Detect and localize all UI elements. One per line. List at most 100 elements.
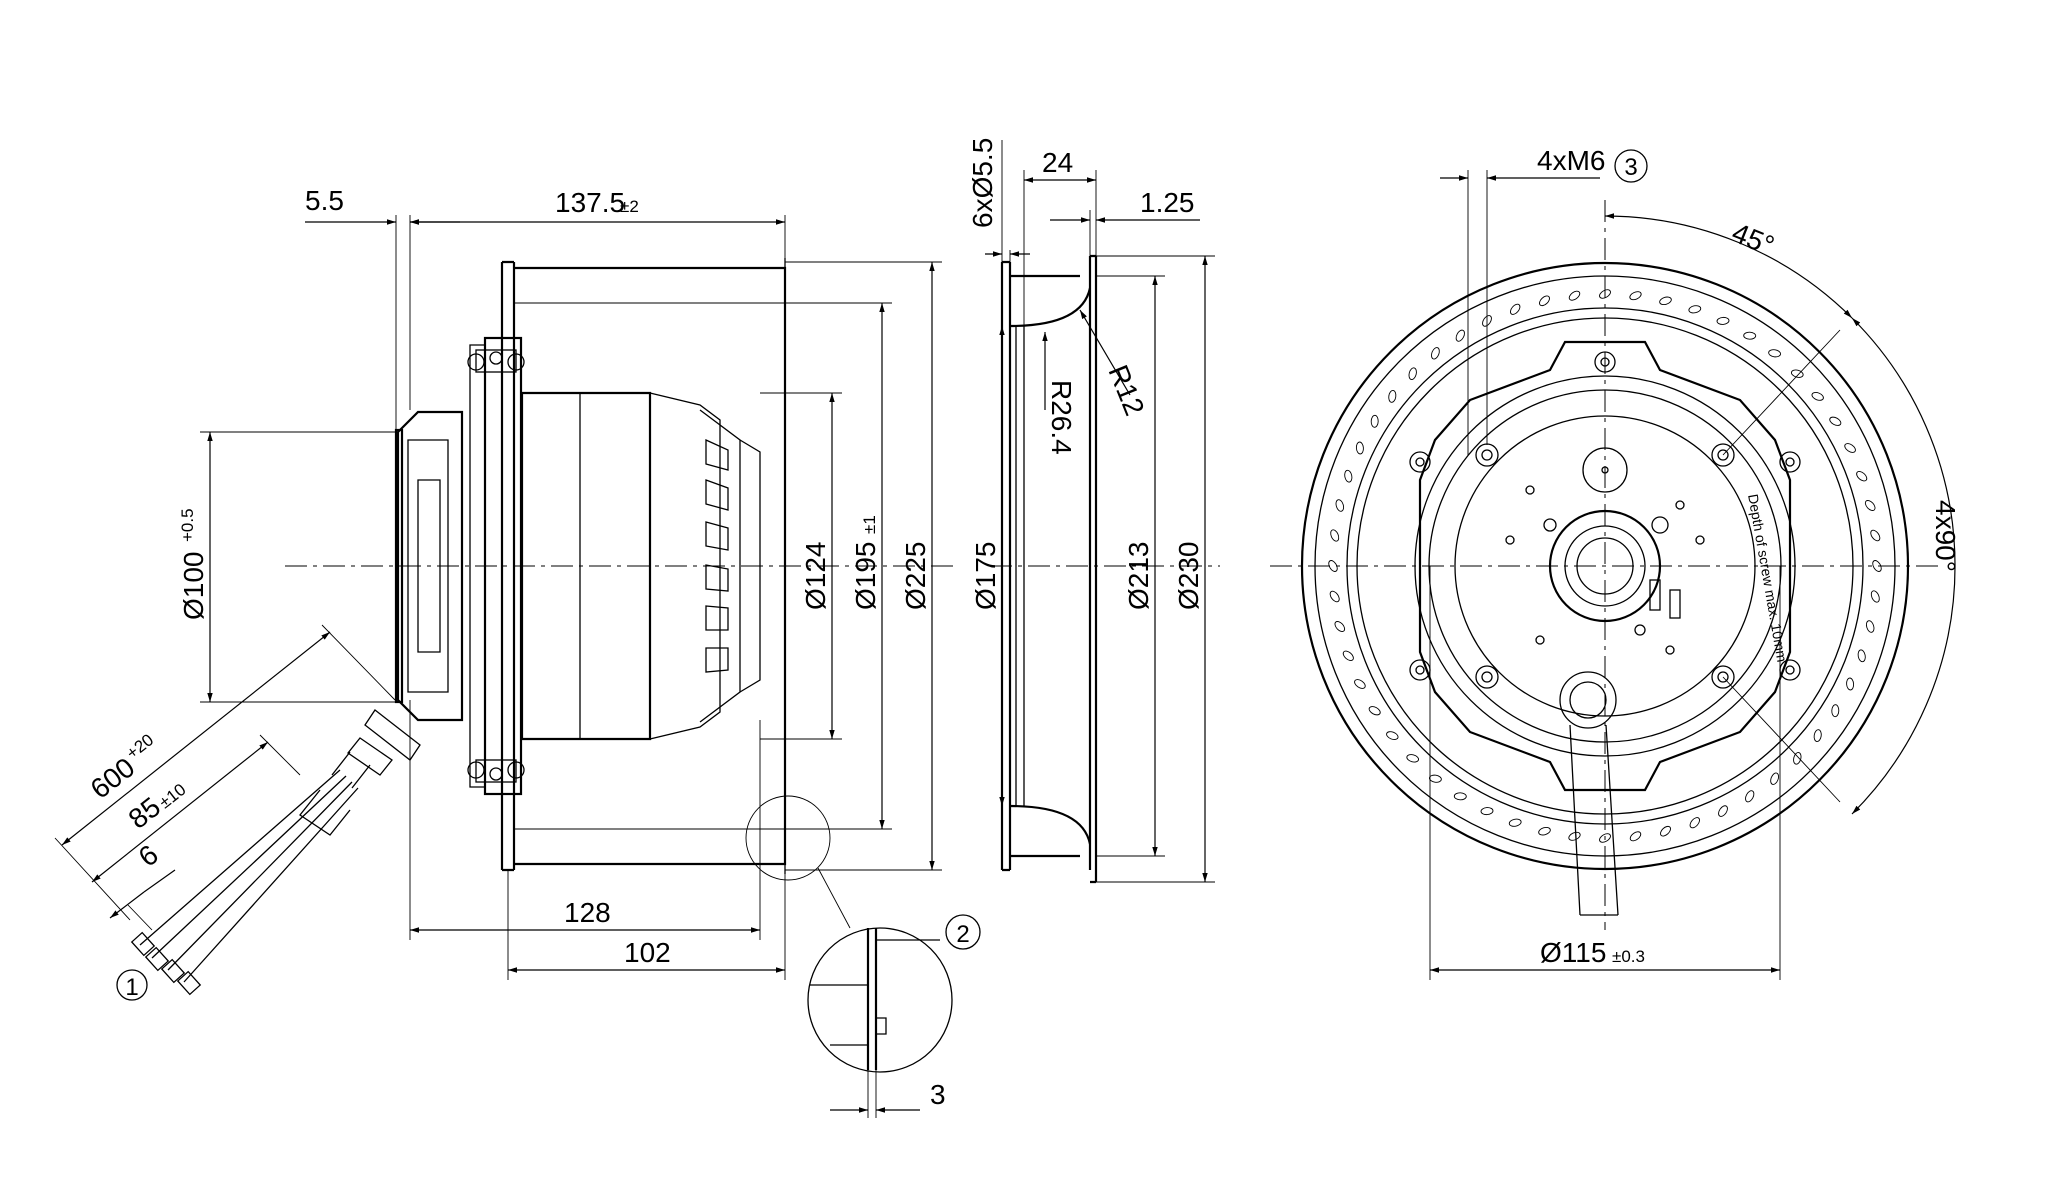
inlet-ring-view: 6xØ5.5 24 1.25 R12 R26.4 Ø175 Ø213 — [967, 138, 1220, 884]
blade-hole — [1408, 367, 1417, 381]
blade-hole — [1793, 751, 1802, 765]
dim-d115: Ø115 ±0.3 — [1429, 566, 1781, 980]
blade-hole — [1510, 303, 1521, 315]
impeller-profile — [500, 260, 787, 872]
blade-hole — [1334, 621, 1346, 632]
small-holes — [1505, 485, 1705, 655]
dim-holes-label: 6xØ5.5 — [967, 138, 998, 228]
callout-1-label: 1 — [125, 974, 138, 1001]
blade-hole — [1431, 347, 1440, 360]
dim-600-tol: +20 — [123, 730, 157, 763]
blade-hole — [1716, 316, 1730, 325]
blade-hole — [1870, 590, 1880, 603]
callout-3-label: 3 — [1624, 154, 1637, 181]
blade-hole — [1568, 831, 1581, 841]
blade-hole — [1857, 649, 1866, 663]
blade-hole — [1844, 443, 1856, 453]
motor-flange — [1418, 340, 1792, 792]
dim-137-5-label: 137.5 — [555, 187, 625, 218]
front-cable — [1559, 671, 1619, 916]
blade-hole — [1508, 818, 1522, 827]
blade-hole — [1659, 296, 1672, 306]
dim-85-tol: ±10 — [156, 780, 190, 812]
front-view: Depth of screw max. 10mm 4xM6 3 45° 4x90… — [1270, 145, 1961, 980]
blade-hole — [1406, 754, 1420, 763]
blade-hole — [1856, 471, 1868, 482]
dim-24-label: 24 — [1042, 147, 1073, 178]
blade-hole — [1455, 329, 1465, 342]
blade-hole — [1342, 650, 1354, 661]
blade-hole — [1743, 331, 1757, 340]
blade-hole — [1354, 679, 1366, 689]
dim-d195-label: Ø195 — [850, 542, 881, 611]
dim-4x90-deg: 4x90° — [1722, 317, 1961, 815]
blade-hole — [1870, 529, 1881, 542]
blade-hole — [1355, 441, 1364, 455]
dim-d124: Ø124 — [760, 392, 842, 740]
dim-128-label: 128 — [564, 897, 611, 928]
dim-d115-label: Ø115 — [1540, 937, 1606, 968]
callout-2-label: 2 — [956, 921, 969, 948]
dim-d100-label: Ø100 — [178, 552, 209, 621]
blade-hole — [1335, 499, 1345, 512]
blade-hole — [1770, 772, 1779, 785]
dim-d225: Ø225 — [785, 261, 942, 871]
dim-d100-tol: +0.5 — [178, 508, 197, 542]
dim-d230-label: Ø230 — [1173, 542, 1204, 611]
blade-hole — [1386, 731, 1399, 740]
blade-hole — [1370, 414, 1379, 428]
dim-45-label: 45° — [1728, 217, 1779, 262]
blade-hole — [1688, 305, 1702, 314]
dim-d213-label: Ø213 — [1123, 542, 1154, 611]
dim-137-5-tol: ±2 — [620, 197, 639, 216]
blade-hole — [1329, 590, 1340, 603]
blade-hole — [1629, 291, 1642, 301]
dim-d115-tol: ±0.3 — [1612, 947, 1645, 966]
blade-hole — [1328, 560, 1338, 572]
blade-hole — [1388, 389, 1397, 403]
dim-3-label: 3 — [930, 1079, 946, 1110]
blade-hole — [1865, 620, 1875, 633]
dim-r26-4-label: R26.4 — [1046, 380, 1077, 455]
dim-128: 128 — [409, 700, 761, 940]
dim-1-25-label: 1.25 — [1140, 187, 1195, 218]
dim-4x90-label: 4x90° — [1930, 500, 1961, 572]
blade-hole — [1629, 831, 1642, 842]
blade-hole — [1428, 774, 1442, 783]
blade-hole — [1689, 817, 1700, 829]
dim-d195-tol: ±1 — [860, 515, 879, 534]
dim-45-deg: 45° — [1604, 213, 1853, 456]
dim-6-label: 6 — [133, 839, 164, 873]
blade-hole — [1480, 807, 1494, 816]
dim-d175-label: Ø175 — [970, 542, 1001, 611]
blade-holes — [1328, 289, 1882, 843]
blade-hole — [1718, 805, 1728, 817]
dim-d100: Ø100 +0.5 — [178, 431, 396, 703]
blade-hole — [1568, 290, 1581, 301]
blade-hole — [1599, 833, 1611, 843]
depth-note: Depth of screw max. 10mm — [1745, 493, 1790, 664]
callout-2: 2 — [945, 914, 981, 950]
dim-137-5: 137.5 ±2 — [410, 187, 786, 258]
blade-hole — [1660, 825, 1671, 837]
blade-hole — [1813, 729, 1822, 743]
mounting-bolts — [467, 349, 525, 783]
blade-hole — [1846, 677, 1855, 691]
blade-hole — [1453, 792, 1467, 801]
blade-hole — [1482, 315, 1492, 327]
blade-hole — [1745, 790, 1755, 803]
dim-102-label: 102 — [624, 937, 671, 968]
dim-102: 102 — [507, 870, 786, 980]
detail-view: 3 2 — [807, 914, 981, 1118]
blade-hole — [1330, 529, 1340, 542]
blade-hole — [1768, 349, 1782, 358]
blade-hole — [1831, 704, 1840, 718]
blade-hole — [1344, 469, 1353, 483]
detail-marker-circle — [745, 795, 831, 881]
side-view: 5.5 137.5 ±2 Ø100 +0.5 Ø124 — [54, 185, 955, 1001]
callout-1: 1 — [116, 969, 148, 1001]
hub — [1548, 509, 1662, 623]
blade-hole — [1539, 295, 1550, 307]
blade-hole — [1872, 560, 1882, 572]
